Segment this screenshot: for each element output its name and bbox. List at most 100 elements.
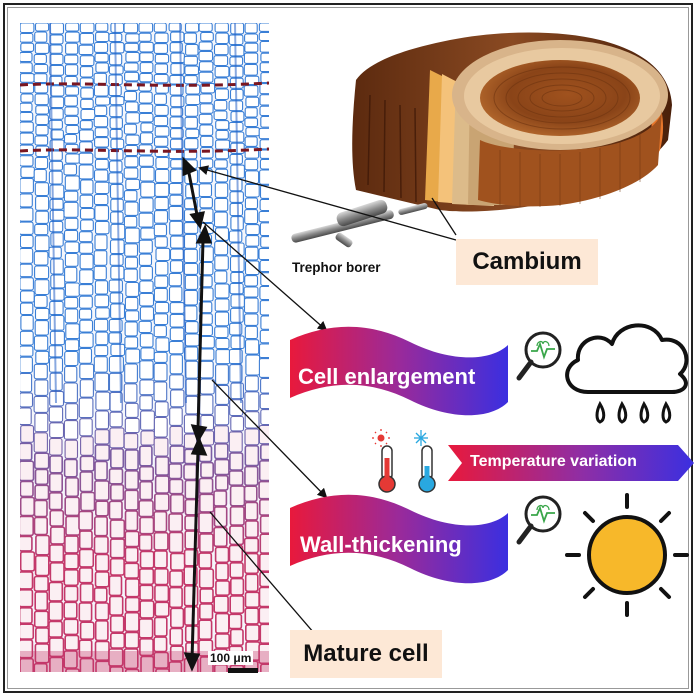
cell xyxy=(65,403,79,421)
cell xyxy=(153,550,168,569)
cell xyxy=(20,302,34,316)
cell xyxy=(139,637,154,657)
cell xyxy=(94,444,111,462)
cell xyxy=(229,561,244,579)
cell xyxy=(33,432,48,453)
cell xyxy=(243,537,260,554)
cell xyxy=(94,515,109,537)
cell xyxy=(78,639,93,659)
cell xyxy=(198,41,213,51)
cell xyxy=(215,139,231,150)
microscope-section xyxy=(20,23,269,672)
cell xyxy=(34,591,49,612)
cell xyxy=(94,127,109,138)
cell xyxy=(229,178,243,192)
cell xyxy=(154,32,169,44)
cell xyxy=(244,444,260,467)
cell xyxy=(260,115,269,128)
cell xyxy=(49,108,64,120)
cell xyxy=(33,363,48,380)
cell xyxy=(79,582,94,603)
cell xyxy=(48,637,65,658)
cell xyxy=(95,96,111,106)
cell xyxy=(94,280,109,295)
hot-thermometer-icon xyxy=(372,429,396,493)
cell xyxy=(260,236,269,248)
cell xyxy=(20,32,34,43)
cell xyxy=(64,476,80,498)
cell xyxy=(63,601,78,620)
cell xyxy=(244,391,260,412)
cell xyxy=(35,195,50,211)
cell xyxy=(49,300,64,316)
cell xyxy=(185,43,199,56)
cell xyxy=(78,548,95,568)
cell xyxy=(228,470,244,486)
cell xyxy=(214,283,230,299)
cell xyxy=(153,616,168,637)
cell xyxy=(124,668,140,672)
cell xyxy=(153,437,169,457)
cell xyxy=(95,62,109,73)
cell xyxy=(78,44,94,56)
cell xyxy=(64,296,79,309)
cell xyxy=(258,424,269,445)
cell xyxy=(214,326,229,339)
cell xyxy=(34,379,49,396)
cell xyxy=(153,43,169,54)
cell xyxy=(94,372,110,392)
cell xyxy=(125,134,140,146)
cell xyxy=(20,62,33,74)
cell xyxy=(169,493,185,514)
cell xyxy=(109,391,123,412)
cell xyxy=(93,169,109,182)
cell xyxy=(258,210,269,223)
cell xyxy=(169,407,183,426)
cell xyxy=(20,177,34,194)
cell xyxy=(214,546,230,564)
cell xyxy=(124,310,140,322)
cell xyxy=(123,648,139,670)
cell xyxy=(63,553,80,570)
cell xyxy=(125,281,140,297)
cell xyxy=(139,480,153,501)
cell xyxy=(258,358,269,378)
cell xyxy=(78,530,93,550)
cell xyxy=(20,623,35,640)
cell xyxy=(139,280,154,294)
cell xyxy=(153,531,169,551)
cell xyxy=(139,584,154,601)
cell xyxy=(20,480,34,498)
cell xyxy=(154,401,169,418)
cell xyxy=(94,137,110,148)
cell xyxy=(199,124,214,136)
cell xyxy=(153,510,168,533)
cell xyxy=(228,544,244,563)
resin-line xyxy=(20,147,269,153)
cell xyxy=(139,360,154,380)
cell xyxy=(20,607,33,624)
cell xyxy=(168,531,184,554)
cell xyxy=(154,493,170,512)
cell xyxy=(109,411,123,428)
cell xyxy=(79,32,95,45)
cell xyxy=(198,552,213,569)
cell xyxy=(184,104,199,117)
cell xyxy=(154,275,169,288)
cell xyxy=(79,253,94,270)
cell xyxy=(34,223,49,236)
cell xyxy=(64,115,80,126)
cell xyxy=(93,115,109,128)
cell xyxy=(244,158,259,171)
cell xyxy=(78,510,94,531)
cell xyxy=(215,562,229,581)
cell xyxy=(33,575,49,592)
cell xyxy=(109,538,126,559)
cell xyxy=(79,120,93,130)
cell xyxy=(244,183,260,198)
cell xyxy=(34,83,49,94)
cell xyxy=(140,122,154,133)
cell xyxy=(123,383,138,403)
cell xyxy=(140,430,155,446)
cell xyxy=(229,505,245,526)
